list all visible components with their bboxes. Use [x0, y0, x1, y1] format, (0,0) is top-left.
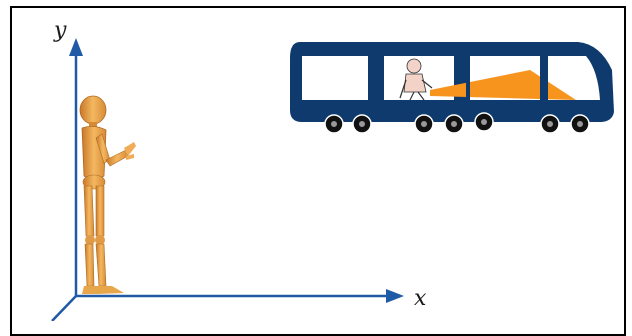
x-axis-label: x [414, 286, 427, 311]
train-window [302, 56, 368, 100]
z-axis [52, 296, 76, 321]
x-axis-arrowhead [386, 289, 404, 303]
observer-head [80, 96, 106, 124]
y-axis-label: y [53, 18, 67, 43]
observer-figure [80, 96, 136, 294]
reference-frame-diagram: y x [0, 0, 632, 321]
y-axis-arrowhead [69, 38, 83, 56]
train-car [290, 42, 614, 133]
